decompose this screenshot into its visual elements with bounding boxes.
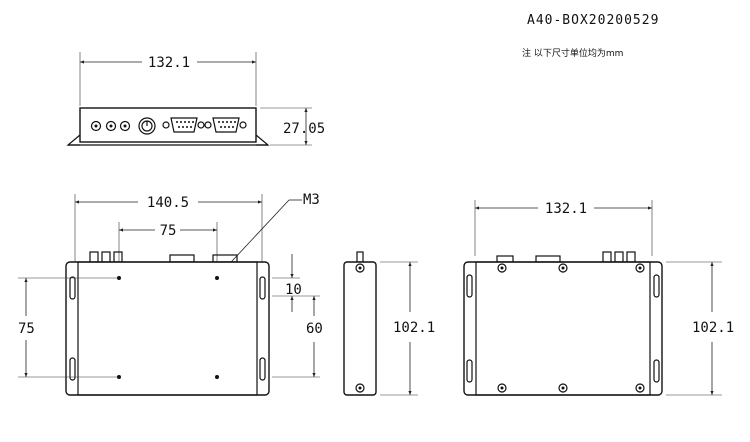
front-view: 132.1 (66, 52, 325, 146)
screw-icon (355, 383, 365, 393)
bottom-depth-dim: 102.1 (692, 320, 734, 336)
unit-note: 注 以下尺寸单位均为mm (522, 47, 623, 59)
mount-hole-icon (215, 276, 219, 280)
audio-jack-icon (119, 120, 131, 132)
screw-icon (355, 263, 365, 273)
hole-spacing-60-dim: 60 (306, 321, 323, 337)
side-view: 102.1 (343, 251, 435, 396)
screw-icon (558, 383, 568, 393)
audio-jack-icon (90, 120, 102, 132)
bottom-width-dim: 132.1 (545, 201, 587, 217)
audio-jack-icon (105, 120, 117, 132)
top-view: 140.5 75 M3 75 (18, 192, 323, 396)
power-button-icon (138, 117, 156, 135)
screw-icon (635, 263, 645, 273)
screw-icon (558, 263, 568, 273)
screw-icon (635, 383, 645, 393)
front-height-dim: 27.05 (283, 121, 325, 137)
screw-icon (497, 263, 507, 273)
drawing-title: A40-BOX20200529 (527, 13, 659, 28)
screw-icon (497, 383, 507, 393)
serial-port-icon (204, 117, 247, 133)
mount-hole-icon (117, 276, 121, 280)
front-width-dim: 132.1 (148, 55, 190, 71)
mount-hole-icon (117, 375, 121, 379)
bottom-view: 132.1 102.1 (463, 200, 734, 396)
top-width-dim: 140.5 (147, 195, 189, 211)
mount-hole-icon (215, 375, 219, 379)
side-depth-dim: 102.1 (393, 320, 435, 336)
serial-port-icon (162, 117, 205, 133)
hole-offset-dim: 10 (285, 282, 302, 298)
m3-callout-label: M3 (303, 192, 320, 208)
hole-spacing-dim: 75 (160, 223, 177, 239)
hole-vertical-dim: 75 (18, 321, 35, 337)
